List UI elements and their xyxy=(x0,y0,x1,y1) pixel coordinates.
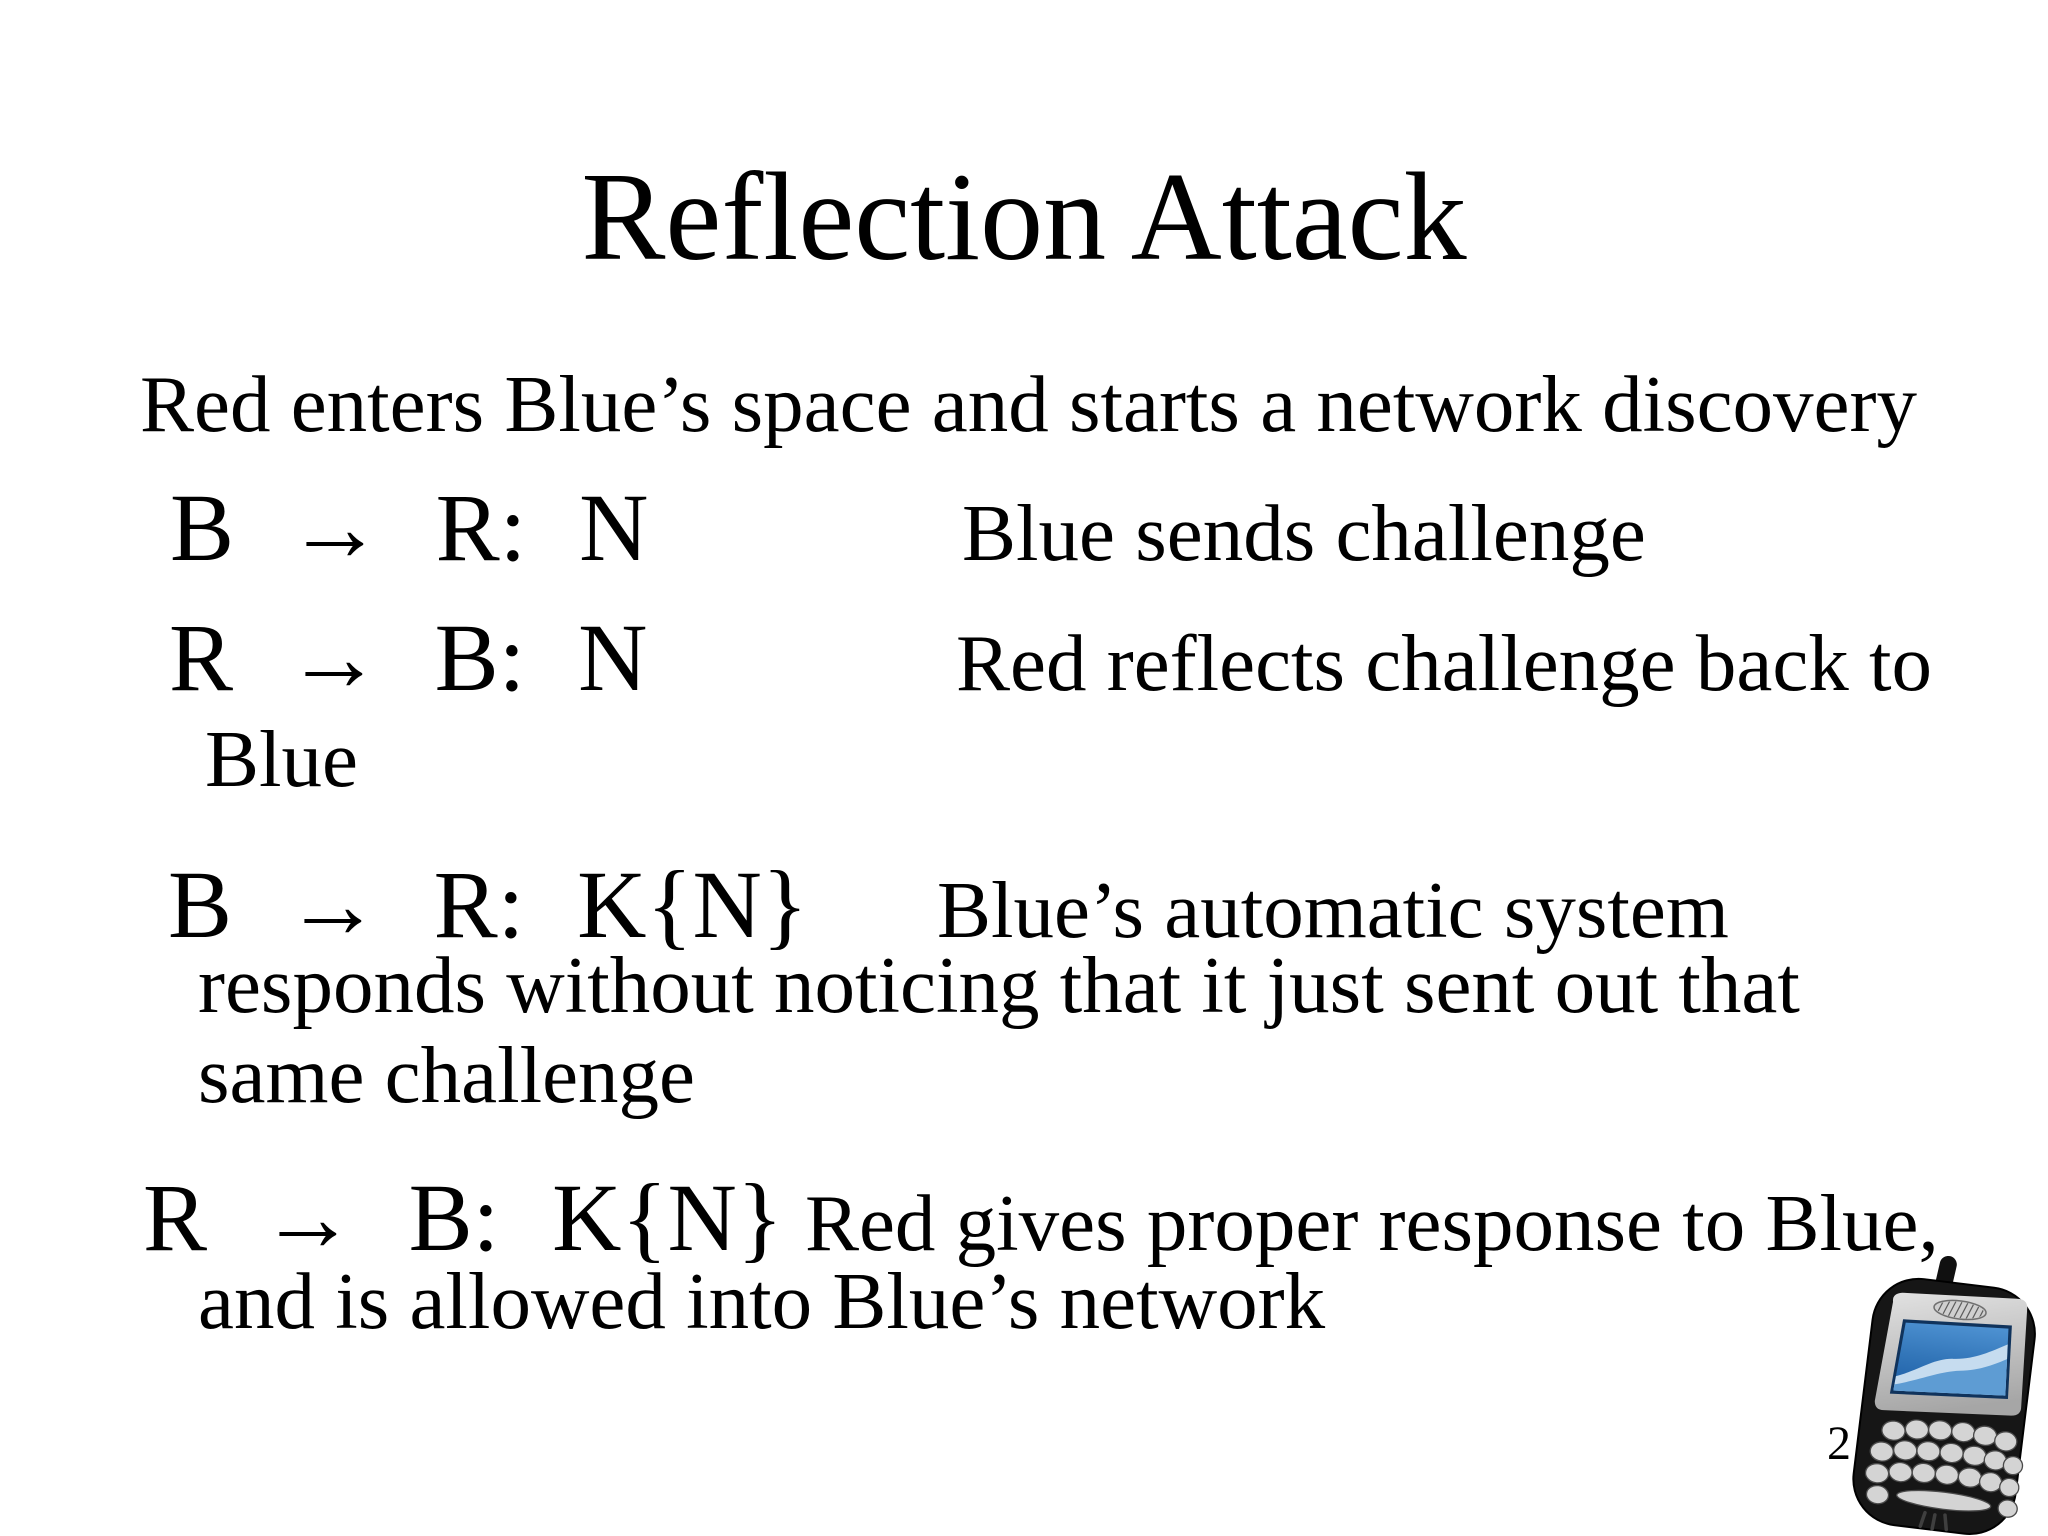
continuation-line: responds without noticing that it just s… xyxy=(198,945,1800,1026)
protocol-line-2: R → B: N Red reflects challenge back to xyxy=(169,610,1932,706)
continuation-text: same challenge xyxy=(198,1030,695,1120)
protocol-text: B → R: N xyxy=(170,474,649,581)
protocol-text: R → B: K{N} xyxy=(143,1164,783,1271)
continuation-line: Blue xyxy=(205,719,358,800)
phone-clipart-icon xyxy=(1852,1256,2036,1536)
intro-text: Red enters Blue’s space and starts a net… xyxy=(140,359,1917,449)
phone-chin-marks xyxy=(1918,1510,1949,1532)
protocol-text: R → B: N xyxy=(169,604,648,711)
slide-title: Reflection Attack xyxy=(581,148,1467,287)
description-text: Red gives proper response to Blue, xyxy=(804,1178,1939,1268)
continuation-line: same challenge xyxy=(198,1035,695,1116)
protocol-text: B → R: K{N} xyxy=(168,851,808,958)
description-text: Blue’s automatic system xyxy=(937,865,1729,955)
continuation-text: and is allowed into Blue’s network xyxy=(198,1256,1326,1346)
protocol-line-4: R → B: K{N} Red gives proper response to… xyxy=(143,1170,1939,1266)
page-number: 2 xyxy=(1827,1417,1851,1470)
protocol-line-1: B → R: N Blue sends challenge xyxy=(170,480,1646,576)
description-text: Blue sends challenge xyxy=(962,488,1646,578)
description-text: Red reflects challenge back to xyxy=(956,618,1933,708)
phone-keyboard xyxy=(1864,1419,2024,1518)
protocol-line-3: B → R: K{N} Blue’s automatic system xyxy=(168,857,1729,953)
continuation-text: responds without noticing that it just s… xyxy=(198,940,1800,1030)
continuation-line: and is allowed into Blue’s network xyxy=(198,1261,1325,1342)
intro-line: Red enters Blue’s space and starts a net… xyxy=(140,364,1917,445)
continuation-text: Blue xyxy=(205,714,358,804)
